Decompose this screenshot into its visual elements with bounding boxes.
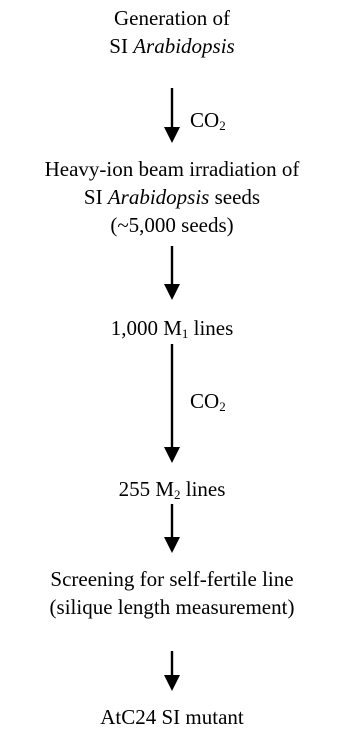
- flow-step-line: Screening for self-fertile line: [0, 565, 344, 593]
- flow-step-line: 255 M2 lines: [0, 475, 344, 503]
- flow-step-4: 255 M2 lines: [0, 475, 344, 503]
- step-text: (silique length measurement): [49, 595, 295, 619]
- label-subscript: 2: [219, 399, 226, 414]
- flow-step-line: SI Arabidopsis seeds: [0, 183, 344, 211]
- step-text: 255 M: [118, 477, 174, 501]
- step-text: 1,000 M: [110, 316, 182, 340]
- arrow-head: [164, 284, 180, 300]
- flow-step-5: Screening for self-fertile line (silique …: [0, 565, 344, 621]
- arrow-head: [164, 537, 180, 553]
- down-arrow-icon: [158, 651, 186, 691]
- step-text: Generation of: [113, 6, 231, 30]
- down-arrow-icon: [158, 344, 186, 463]
- label-text: CO: [190, 389, 220, 413]
- step-text: SI: [83, 185, 108, 209]
- flow-step-line: Generation of: [0, 4, 344, 32]
- flow-step-line: 1,000 M1 lines: [0, 314, 344, 342]
- co2-treatment-label: CO2: [190, 106, 226, 134]
- step-text: SI: [109, 34, 134, 58]
- flow-step-line: SI Arabidopsis: [0, 32, 344, 60]
- step-text: Screening for self-fertile line: [50, 567, 294, 591]
- species-name: Arabidopsis: [107, 185, 210, 209]
- co2-treatment-label: CO2: [190, 387, 226, 415]
- label-text: CO: [190, 108, 220, 132]
- down-arrow-icon: [158, 88, 186, 143]
- generation-subscript: 1: [181, 326, 189, 341]
- arrow-head: [164, 447, 180, 463]
- flow-step-line: (~5,000 seeds): [0, 211, 344, 239]
- species-name: Arabidopsis: [133, 34, 235, 58]
- step-text: lines: [180, 477, 226, 501]
- flow-step-line: AtC24 SI mutant: [0, 703, 344, 731]
- generation-subscript: 2: [174, 487, 181, 502]
- down-arrow-icon: [158, 246, 186, 300]
- step-text: Heavy-ion beam irradiation of: [44, 157, 300, 181]
- flow-step-line: Heavy-ion beam irradiation of: [0, 155, 344, 183]
- step-text: lines: [188, 316, 234, 340]
- step-text: seeds: [209, 185, 261, 209]
- step-text: AtC24 SI mutant: [100, 705, 244, 729]
- arrow-head: [164, 675, 180, 691]
- flow-step-line: (silique length measurement): [0, 593, 344, 621]
- flow-step-6: AtC24 SI mutant: [0, 703, 344, 731]
- down-arrow-icon: [158, 504, 186, 553]
- flow-step-3: 1,000 M1 lines: [0, 314, 344, 342]
- step-text: (~5,000 seeds): [110, 213, 234, 237]
- label-subscript: 2: [219, 118, 226, 133]
- arrow-head: [164, 127, 180, 143]
